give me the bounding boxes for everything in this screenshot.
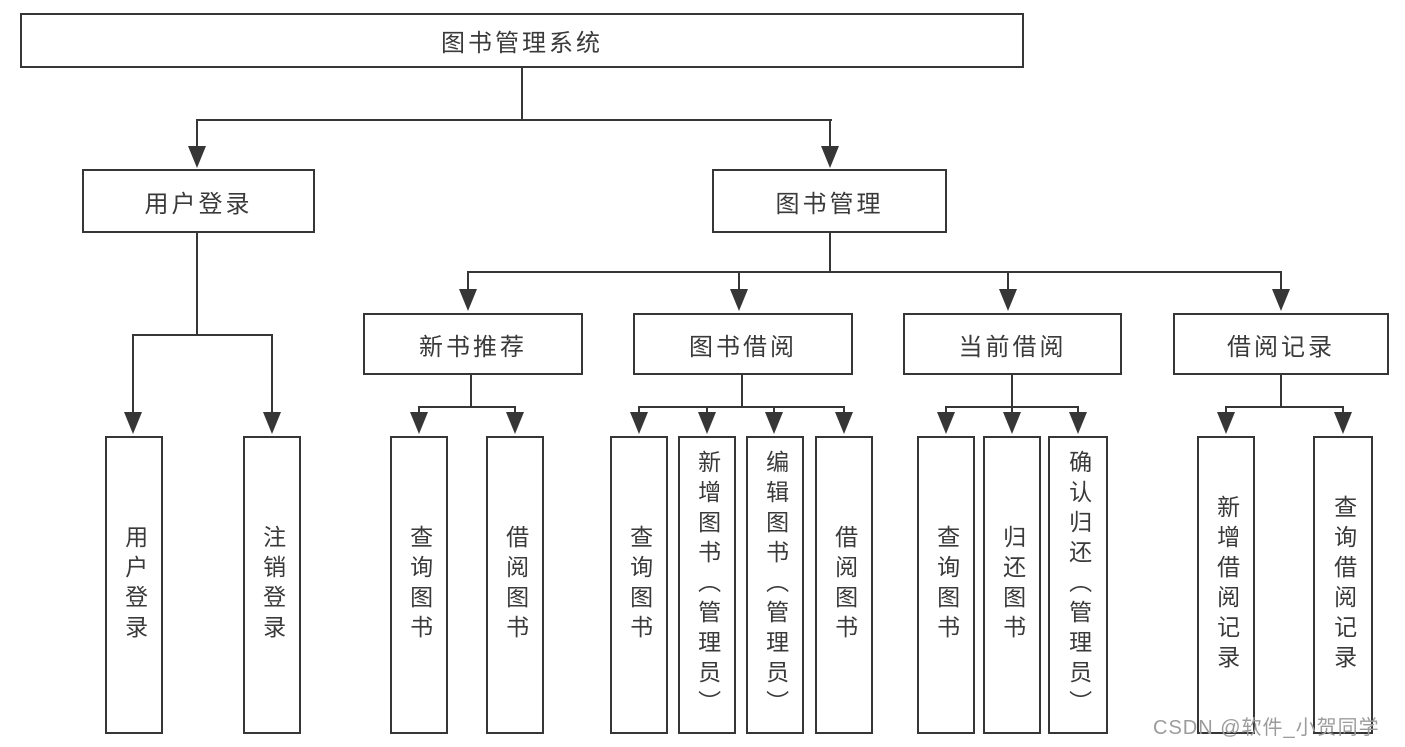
leaf-user-login: 用户登录: [105, 436, 163, 734]
leaf-new-query-books-label: 查询图书: [406, 525, 433, 645]
section-current-borrow: 当前借阅: [903, 313, 1122, 375]
section-new-book-recommend-label: 新书推荐: [419, 333, 527, 361]
leaf-new-borrow-books: 借阅图书: [486, 436, 544, 734]
connector-newbook-stem: [470, 375, 472, 408]
connector-leaf-shaft: [945, 406, 947, 416]
leaf-borrow-edit-books-admin: 编辑图书（管理员）: [746, 436, 804, 734]
section-borrow-records-label: 借阅记录: [1227, 333, 1335, 361]
leaf-borrow-borrow-books-label: 借阅图书: [831, 525, 858, 645]
leaf-logout: 注销登录: [243, 436, 301, 734]
arrow-down-icon: [698, 412, 716, 434]
connector-section-shaft: [738, 271, 740, 291]
arrow-down-icon: [630, 412, 648, 434]
arrow-down-icon: [1272, 289, 1290, 311]
branch-user-login: 用户登录: [82, 169, 315, 233]
arrow-down-icon: [410, 412, 428, 434]
connector-leaf-shaft: [1077, 406, 1079, 416]
arrow-down-icon: [937, 412, 955, 434]
connector-leaf-shaft: [418, 406, 420, 416]
arrow-down-icon: [835, 412, 853, 434]
connector-root-right-shaft: [829, 119, 831, 151]
leaf-new-borrow-books-label: 借阅图书: [502, 525, 529, 645]
arrow-down-icon: [1003, 412, 1021, 434]
section-new-book-recommend: 新书推荐: [363, 313, 583, 375]
connector-leaf-shaft: [514, 406, 516, 416]
leaf-current-confirm-return-admin-label: 确认归还（管理员）: [1065, 450, 1092, 720]
leaf-borrow-edit-books-admin-label: 编辑图书（管理员）: [762, 450, 789, 720]
connector-leaf-shaft: [843, 406, 845, 416]
branch-book-management-label: 图书管理: [775, 190, 884, 218]
leaf-new-query-books: 查询图书: [390, 436, 448, 734]
leaf-current-query-books-label: 查询图书: [933, 525, 960, 645]
connector-root-left-shaft: [196, 119, 198, 151]
leaf-borrow-query-books-label: 查询图书: [626, 525, 653, 645]
connector-userlogin-stem: [196, 233, 198, 336]
connector-userlogin-left-shaft: [132, 334, 134, 414]
leaf-user-login-label: 用户登录: [121, 525, 148, 645]
arrow-down-icon: [730, 289, 748, 311]
arrow-down-icon: [999, 289, 1017, 311]
arrow-down-icon: [506, 412, 524, 434]
section-current-borrow-label: 当前借阅: [958, 333, 1067, 361]
connector-leaf-shaft: [638, 406, 640, 416]
branch-book-management: 图书管理: [712, 169, 947, 233]
csdn-watermark: CSDN @软件_小贺同学: [1153, 717, 1380, 739]
leaf-records-add-record: 新增借阅记录: [1197, 436, 1255, 734]
connector-leaf-shaft: [773, 406, 775, 416]
connector-root-stem: [521, 68, 523, 121]
leaf-current-confirm-return-admin: 确认归还（管理员）: [1048, 436, 1108, 734]
arrow-down-icon: [263, 412, 281, 434]
root-node: 图书管理系统: [20, 13, 1024, 68]
connector-bookmgmt-crossbar: [467, 271, 1282, 273]
section-book-borrow: 图书借阅: [633, 313, 853, 375]
root-node-label: 图书管理系统: [441, 30, 603, 57]
arrow-down-icon: [124, 412, 142, 434]
arrow-down-icon: [188, 146, 206, 168]
leaf-records-query-record: 查询借阅记录: [1313, 436, 1373, 734]
section-borrow-records: 借阅记录: [1173, 313, 1389, 375]
arrow-down-icon: [1217, 412, 1235, 434]
connector-records-stem: [1280, 375, 1282, 408]
leaf-borrow-add-books-admin-label: 新增图书（管理员）: [694, 450, 721, 720]
arrow-down-icon: [459, 289, 477, 311]
connector-leaf-shaft: [1342, 406, 1344, 416]
leaf-borrow-query-books: 查询图书: [610, 436, 668, 734]
arrow-down-icon: [1069, 412, 1087, 434]
branch-user-login-label: 用户登录: [144, 190, 253, 218]
connector-userlogin-crossbar: [132, 334, 273, 336]
arrow-down-icon: [765, 412, 783, 434]
connector-newbook-crossbar: [418, 406, 516, 408]
arrow-down-icon: [821, 146, 839, 168]
connector-currentborrow-stem: [1011, 375, 1013, 408]
leaf-borrow-borrow-books: 借阅图书: [815, 436, 873, 734]
connector-bookborrow-stem: [741, 375, 743, 408]
leaf-borrow-add-books-admin: 新增图书（管理员）: [678, 436, 736, 734]
connector-bookmgmt-stem: [829, 233, 831, 273]
leaf-current-return-books-label: 归还图书: [999, 525, 1026, 645]
connector-leaf-shaft: [1011, 406, 1013, 416]
connector-leaf-shaft: [1225, 406, 1227, 416]
leaf-logout-label: 注销登录: [259, 525, 286, 645]
connector-userlogin-right-shaft: [271, 334, 273, 414]
leaf-records-query-record-label: 查询借阅记录: [1330, 495, 1357, 675]
connector-section-shaft: [1280, 271, 1282, 291]
connector-root-crossbar: [196, 119, 832, 121]
connector-bookborrow-crossbar: [638, 406, 845, 408]
connector-section-shaft: [1007, 271, 1009, 291]
connector-section-shaft: [467, 271, 469, 291]
connector-records-crossbar: [1225, 406, 1344, 408]
connector-leaf-shaft: [706, 406, 708, 416]
leaf-current-return-books: 归还图书: [983, 436, 1041, 734]
arrow-down-icon: [1334, 412, 1352, 434]
leaf-current-query-books: 查询图书: [917, 436, 975, 734]
leaf-records-add-record-label: 新增借阅记录: [1213, 495, 1240, 675]
section-book-borrow-label: 图书借阅: [689, 333, 797, 361]
